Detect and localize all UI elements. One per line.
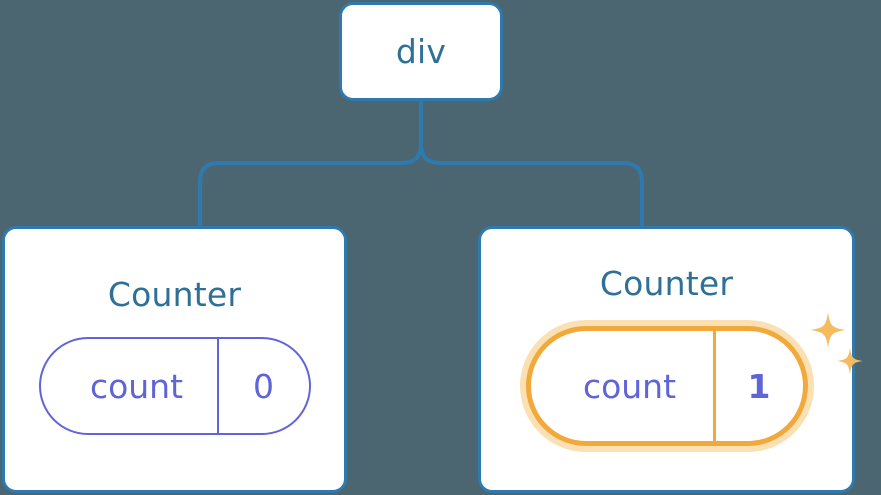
- state-pill-wrap-right: count 1: [525, 312, 863, 446]
- counter-title-left: Counter: [107, 275, 242, 314]
- node-root-div[interactable]: div: [339, 2, 503, 101]
- node-counter-right[interactable]: Counter count 1: [478, 226, 863, 493]
- state-value-left: 0: [216, 339, 309, 433]
- root-node-label: div: [395, 32, 447, 71]
- sparkle-icon: [809, 312, 863, 374]
- state-pill-wrap-left: count 0: [38, 337, 311, 435]
- sparkle-large-icon: [809, 312, 846, 348]
- counter-title-right: Counter: [599, 264, 734, 303]
- state-value-right: 1: [712, 331, 803, 441]
- sparkle-small-icon: [836, 348, 863, 374]
- state-key-left: count: [89, 366, 184, 406]
- state-pill-right[interactable]: count 1: [525, 326, 808, 446]
- connector-left-branch: [198, 99, 423, 228]
- state-pill-left[interactable]: count 0: [38, 337, 311, 435]
- node-counter-left[interactable]: Counter count 0: [2, 226, 347, 493]
- state-key-right: count: [582, 366, 677, 406]
- connector-right-branch: [419, 99, 644, 228]
